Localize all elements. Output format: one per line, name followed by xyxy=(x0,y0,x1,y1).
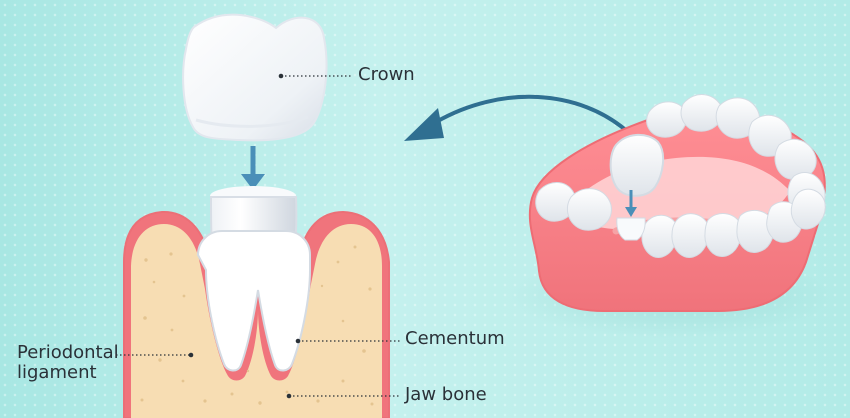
cementum-label: Cementum xyxy=(405,328,505,349)
prepared-tooth-abutment xyxy=(196,186,311,372)
jaw-cross-section xyxy=(123,210,390,418)
label-leader-lines xyxy=(116,73,401,399)
periodontal-ligament-label: Periodontal ligament xyxy=(17,342,119,383)
blue-curved-arrow-icon xyxy=(404,94,630,141)
blue-down-arrow-icon xyxy=(241,146,265,190)
lower-jaw-model xyxy=(510,94,830,338)
jaw-bone-label: Jaw bone xyxy=(405,384,487,405)
crown-tooth-icon xyxy=(182,13,328,142)
crown-label: Crown xyxy=(358,64,415,85)
